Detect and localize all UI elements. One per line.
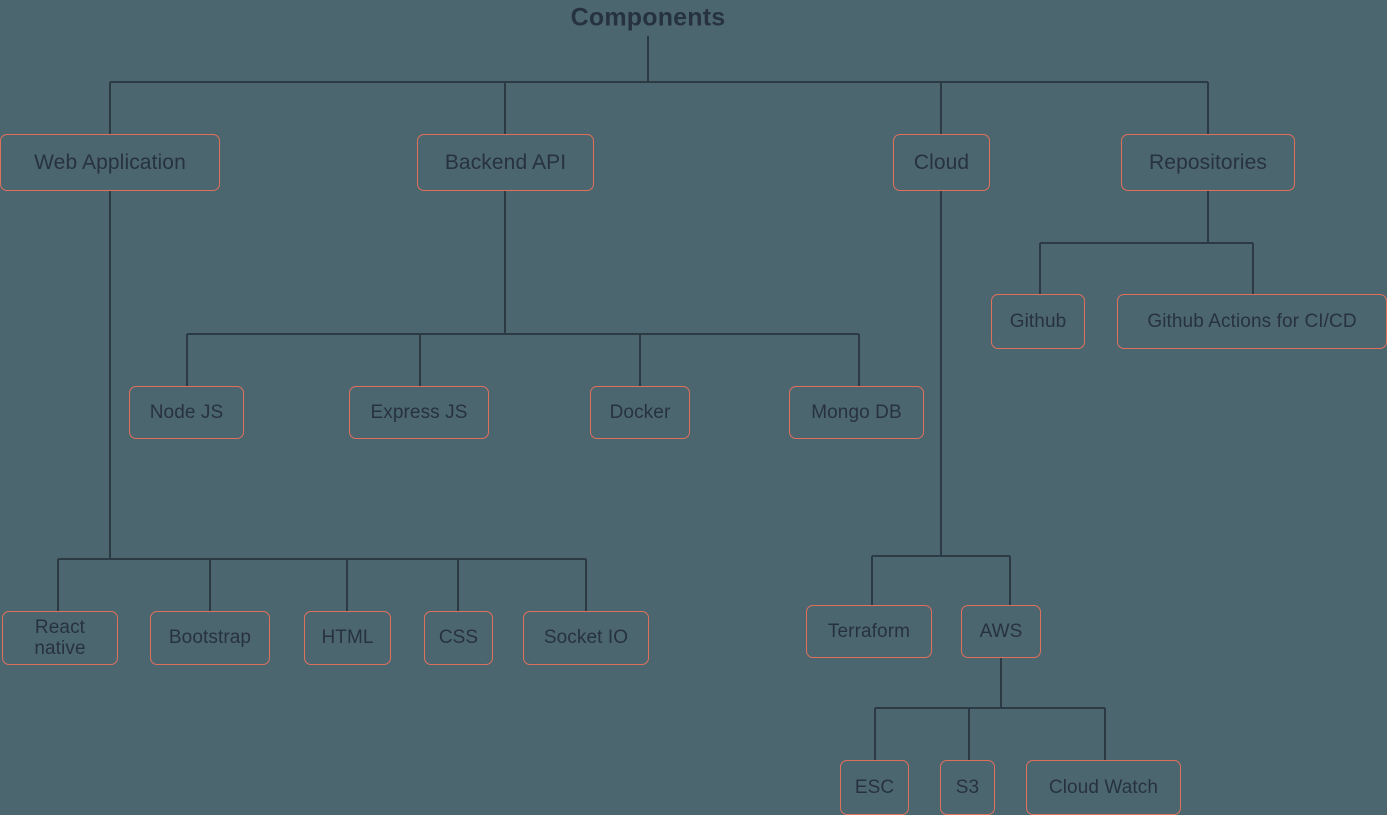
node-cloud-watch[interactable]: Cloud Watch (1026, 760, 1181, 815)
node-react-native[interactable]: React native (2, 611, 118, 665)
node-css[interactable]: CSS (424, 611, 493, 665)
node-node-js[interactable]: Node JS (129, 386, 244, 439)
node-repositories[interactable]: Repositories (1121, 134, 1295, 191)
node-esc[interactable]: ESC (840, 760, 909, 815)
node-web-application[interactable]: Web Application (0, 134, 220, 191)
node-bootstrap[interactable]: Bootstrap (150, 611, 270, 665)
node-github-actions[interactable]: Github Actions for CI/CD (1117, 294, 1387, 349)
node-aws[interactable]: AWS (961, 605, 1041, 658)
node-s3[interactable]: S3 (940, 760, 995, 815)
node-socket-io[interactable]: Socket IO (523, 611, 649, 665)
node-express-js[interactable]: Express JS (349, 386, 489, 439)
node-backend-api[interactable]: Backend API (417, 134, 594, 191)
node-docker[interactable]: Docker (590, 386, 690, 439)
node-cloud[interactable]: Cloud (893, 134, 990, 191)
node-github[interactable]: Github (991, 294, 1085, 349)
node-terraform[interactable]: Terraform (806, 605, 932, 658)
node-html[interactable]: HTML (304, 611, 391, 665)
diagram-title: Components (570, 3, 726, 32)
node-mongo-db[interactable]: Mongo DB (789, 386, 924, 439)
